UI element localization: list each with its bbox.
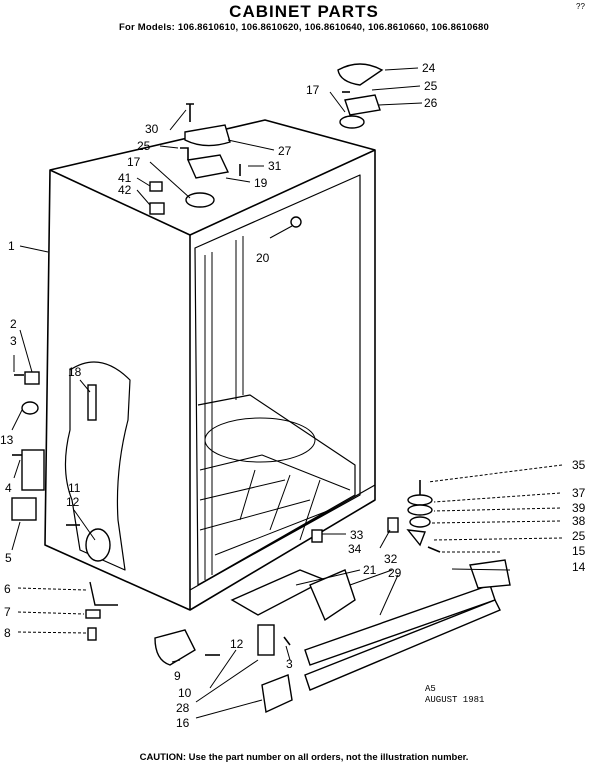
stamp-date: AUGUST 1981 [425, 695, 485, 705]
callout-7: 7 [4, 605, 11, 619]
bracket-2 [24, 371, 40, 385]
stamp-code: A5 [425, 684, 436, 694]
callout-19: 19 [254, 176, 268, 190]
callout-17-left: 17 [127, 155, 141, 169]
callout-29: 29 [388, 566, 402, 580]
part-32 [309, 569, 356, 622]
callout-31: 31 [268, 159, 282, 173]
part-34 [387, 517, 399, 533]
part-38 [409, 516, 431, 528]
callout-2: 2 [10, 317, 17, 331]
callout-6: 6 [4, 582, 11, 596]
date-stamp: A5 AUGUST 1981 [425, 684, 484, 706]
part-11 [85, 528, 111, 562]
part-42 [149, 202, 165, 215]
part-4 [21, 449, 45, 491]
callout-3-bottom: 3 [286, 657, 293, 671]
part-25c [406, 529, 426, 547]
callout-5: 5 [5, 551, 12, 565]
callout-16: 16 [176, 716, 190, 730]
callout-41: 41 [118, 171, 132, 185]
callout-37: 37 [572, 486, 586, 500]
part-39 [407, 504, 433, 516]
callout-30: 30 [145, 122, 159, 136]
part-41 [149, 181, 163, 192]
callout-4: 4 [5, 481, 12, 495]
callout-34: 34 [348, 542, 362, 556]
callout-32: 32 [384, 552, 398, 566]
screw-30 [186, 103, 194, 122]
part-14 [469, 559, 511, 589]
callout-8: 8 [4, 626, 11, 640]
hinge-cover-24 [337, 63, 384, 86]
cabinet-opening [194, 174, 361, 586]
part-9 [154, 629, 196, 666]
callout-26: 26 [424, 96, 438, 110]
callout-20: 20 [256, 251, 270, 265]
part-5 [11, 497, 37, 521]
hinge-19 [186, 154, 230, 179]
callout-25-right: 25 [572, 529, 586, 543]
callout-12-bottom: 12 [230, 637, 244, 651]
model-list: For Models: 106.8610610, 106.8610620, 10… [119, 22, 489, 33]
hinge-plate-17a [185, 192, 215, 208]
cabinet-floor [197, 394, 356, 586]
callout-18: 18 [68, 365, 82, 379]
rail-29-lower [304, 599, 501, 691]
callout-17-right: 17 [306, 83, 320, 97]
callout-28: 28 [176, 701, 190, 715]
part-8 [87, 627, 97, 641]
callout-12-left: 12 [66, 495, 80, 509]
callout-38: 38 [572, 514, 586, 528]
corner-mark: ?? [576, 2, 585, 11]
part-28 [257, 624, 275, 656]
part-7 [85, 609, 101, 619]
callout-9: 9 [174, 669, 181, 683]
callout-33: 33 [350, 528, 364, 542]
cabinet-outline [44, 119, 376, 611]
callout-27: 27 [278, 144, 292, 158]
callout-25-top: 25 [424, 79, 438, 93]
callout-1: 1 [8, 239, 15, 253]
hinge-26 [344, 94, 381, 116]
callout-11: 11 [68, 481, 81, 495]
part-13 [21, 401, 39, 415]
screw-3b [283, 636, 291, 646]
cutaway-region [64, 361, 131, 571]
hinge-plate-17b [339, 115, 365, 129]
callout-35: 35 [572, 458, 586, 472]
callout-39: 39 [572, 501, 586, 515]
callout-15: 15 [572, 544, 586, 558]
part-37 [407, 494, 433, 506]
screw-15 [427, 546, 441, 553]
callout-24: 24 [422, 61, 436, 75]
callout-10: 10 [178, 686, 192, 700]
callout-42: 42 [118, 183, 132, 197]
part-18 [87, 384, 97, 421]
callout-3-left: 3 [10, 334, 17, 348]
part-33 [311, 529, 323, 543]
callout-13: 13 [0, 433, 14, 447]
page-title: CABINET PARTS [229, 2, 379, 21]
callout-21: 21 [363, 563, 377, 577]
part-20 [290, 216, 302, 228]
callout-25-mid: 25 [137, 139, 151, 153]
part-16 [261, 674, 293, 714]
part-6 [89, 581, 118, 606]
screw-25a [180, 147, 189, 160]
callout-14: 14 [572, 560, 586, 574]
hinge-cover-27 [184, 124, 231, 147]
caution-note: CAUTION: Use the part number on all orde… [139, 752, 469, 763]
